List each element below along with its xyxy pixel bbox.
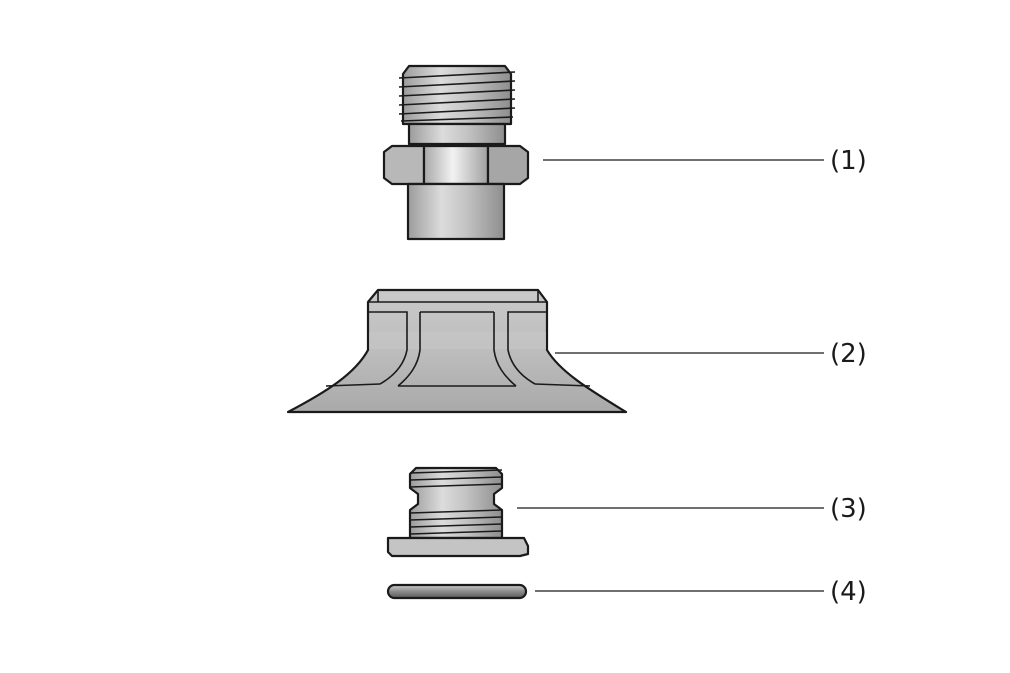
insert-flange <box>386 536 530 558</box>
insert-thread-lines <box>409 469 503 535</box>
part-2-suction-cup <box>286 288 628 414</box>
cup-body <box>286 288 628 414</box>
callout-label-1: (1) <box>830 146 867 176</box>
callout-label-4: (4) <box>830 577 867 607</box>
part-1-connector <box>382 64 530 241</box>
part-3-threaded-insert <box>386 466 530 558</box>
hex-nut <box>382 144 530 186</box>
neck <box>407 122 507 146</box>
callout-label-3: (3) <box>830 494 867 524</box>
part-4-o-ring <box>386 583 528 600</box>
thread-lines <box>398 71 516 122</box>
cup-ribs <box>325 311 591 387</box>
lower-shaft <box>406 182 506 241</box>
callout-label-2: (2) <box>830 339 867 369</box>
